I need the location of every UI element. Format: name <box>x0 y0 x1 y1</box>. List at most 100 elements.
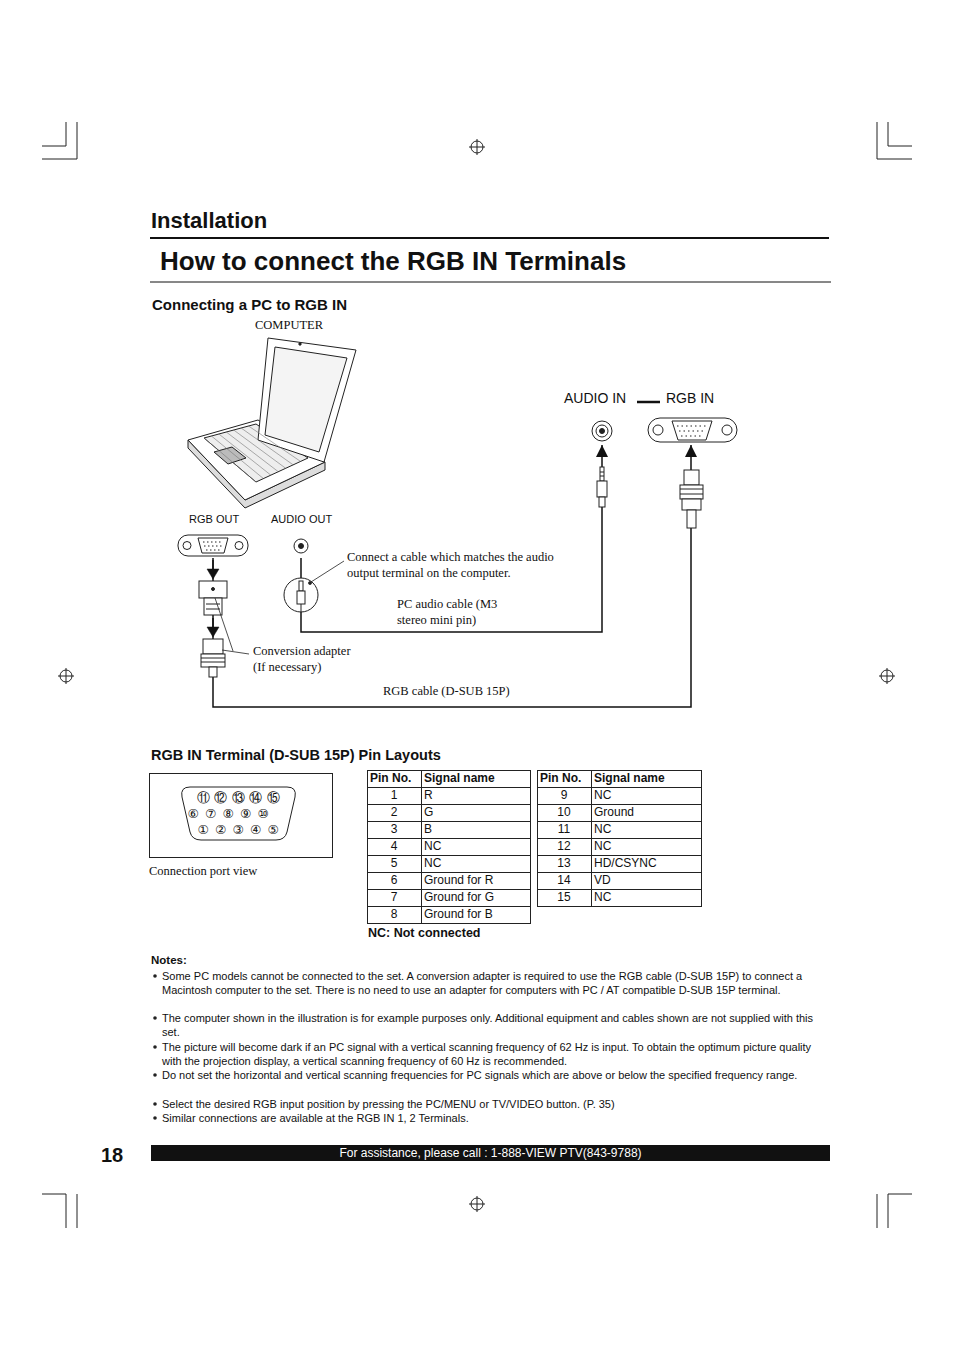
conversion-adapter <box>199 581 227 615</box>
note-bullet <box>153 1016 157 1020</box>
keyboard-keys <box>249 426 301 461</box>
conversion-adapter <box>204 598 222 615</box>
pin-number: ① <box>194 822 212 838</box>
rgb-out-terminal: RGB OUT <box>176 512 250 558</box>
cable-label: PC audio cable (M3 stereo mini pin) <box>397 596 515 628</box>
table-grid <box>368 771 531 924</box>
signal-name: Ground <box>591 804 701 821</box>
footer-bar <box>151 1145 830 1161</box>
down-arrow <box>207 627 219 637</box>
signal-name: NC <box>421 838 530 855</box>
table-grid <box>367 872 530 873</box>
keyboard-keys <box>219 434 271 475</box>
rgb-in-terminal: RGB IN <box>646 390 736 444</box>
port-view-frame <box>182 787 296 840</box>
pin-number: ② <box>212 822 230 838</box>
page-number: 18 <box>101 1143 123 1168</box>
leader-line <box>215 561 344 654</box>
note-text: Do not set the horizontal and vertical s… <box>162 1068 826 1082</box>
crop-mark <box>42 122 77 159</box>
table-header: Pin No. <box>537 770 591 787</box>
down-arrow <box>207 569 219 579</box>
pin-number: ⑫ <box>212 790 230 806</box>
pin-number: 9 <box>537 787 591 804</box>
pin-number: ④ <box>247 822 265 838</box>
audio-in-jack <box>596 425 608 437</box>
keyboard-keys <box>234 430 286 468</box>
crop-mark <box>877 1194 912 1228</box>
note-bullet <box>153 974 157 978</box>
audio-in-jack <box>600 429 605 434</box>
pin-number: 1 <box>367 787 421 804</box>
rgb-out-port <box>178 535 248 556</box>
audio-in-terminal: AUDIO IN <box>560 390 644 444</box>
terminal-label: RGB OUT <box>189 512 239 526</box>
table-note: NC: Not connected <box>368 925 481 941</box>
keyboard-keys <box>241 428 293 465</box>
terminal-label: COMPUTER <box>255 318 323 334</box>
footer-bar <box>151 1145 830 1161</box>
rgb-in-port <box>648 418 737 442</box>
laptop-illustration <box>258 338 356 462</box>
audio-out-jack <box>294 539 308 553</box>
keyboard-keys <box>226 432 278 472</box>
leader-line <box>311 561 344 582</box>
rgb-plug <box>684 470 699 485</box>
table-grid <box>367 821 530 822</box>
pin-number: ⑨ <box>237 806 255 822</box>
callout-circle <box>299 581 303 591</box>
table-grid <box>367 804 530 805</box>
table-grid <box>537 821 701 822</box>
leader-line <box>309 582 312 585</box>
laptop-illustration <box>214 447 246 464</box>
table-grid <box>367 906 530 907</box>
rgb-plug <box>201 654 225 667</box>
table-grid <box>367 770 702 924</box>
rgb-out-port <box>183 542 191 550</box>
notes-heading: Notes: <box>151 953 187 967</box>
note-text: The picture will become dark if an PC si… <box>162 1040 826 1068</box>
pin-number: ⑥ <box>184 806 202 822</box>
registration-mark <box>58 668 74 684</box>
section-heading: Installation <box>151 207 267 235</box>
table-grid <box>367 889 530 890</box>
terminal-label: RGB IN <box>666 390 714 407</box>
pin-number: 12 <box>537 838 591 855</box>
port-view-frame <box>150 774 333 858</box>
heading-rule <box>150 282 831 283</box>
laptop-illustration <box>265 347 347 452</box>
rgb-out-port <box>198 538 228 553</box>
rgb-in-port <box>648 418 737 442</box>
keyboard-keys <box>211 436 263 479</box>
keyboard-keys <box>204 426 301 482</box>
note-bullet <box>153 1073 157 1077</box>
keyboard-keys <box>204 438 256 482</box>
signal-name: NC <box>591 889 701 906</box>
note-text: Some PC models cannot be connected to th… <box>162 969 826 997</box>
crop-mark <box>42 122 912 1228</box>
footer-text: For assistance, please call : 1-888-VIEW… <box>151 1145 830 1161</box>
rgb-in-port <box>672 421 712 440</box>
leader-line <box>222 650 249 654</box>
registration-mark <box>469 1196 485 1212</box>
signal-name: NC <box>421 855 530 872</box>
port-view-frame <box>150 774 333 858</box>
table-grid <box>537 787 701 788</box>
pin-number: ⑧ <box>219 806 237 822</box>
rgb-plug <box>687 510 696 528</box>
table-grid <box>537 855 701 856</box>
rgb-plug <box>201 658 225 662</box>
rgb-plug <box>682 499 701 510</box>
heading-rule <box>150 238 831 282</box>
table-grid <box>537 838 701 839</box>
rgb-plug <box>680 470 703 528</box>
signal-name: NC <box>591 787 701 804</box>
cable-line <box>301 445 602 632</box>
registration-mark <box>469 139 485 155</box>
note-text: The computer shown in the illustration i… <box>162 1011 826 1039</box>
note-text: Similar connections are available at the… <box>162 1111 826 1125</box>
subheading: Connecting a PC to RGB IN <box>152 295 347 314</box>
signal-name: Ground for G <box>421 889 530 906</box>
cable-label: RGB cable (D-SUB 15P) <box>383 683 510 699</box>
conversion-adapter <box>212 588 215 591</box>
